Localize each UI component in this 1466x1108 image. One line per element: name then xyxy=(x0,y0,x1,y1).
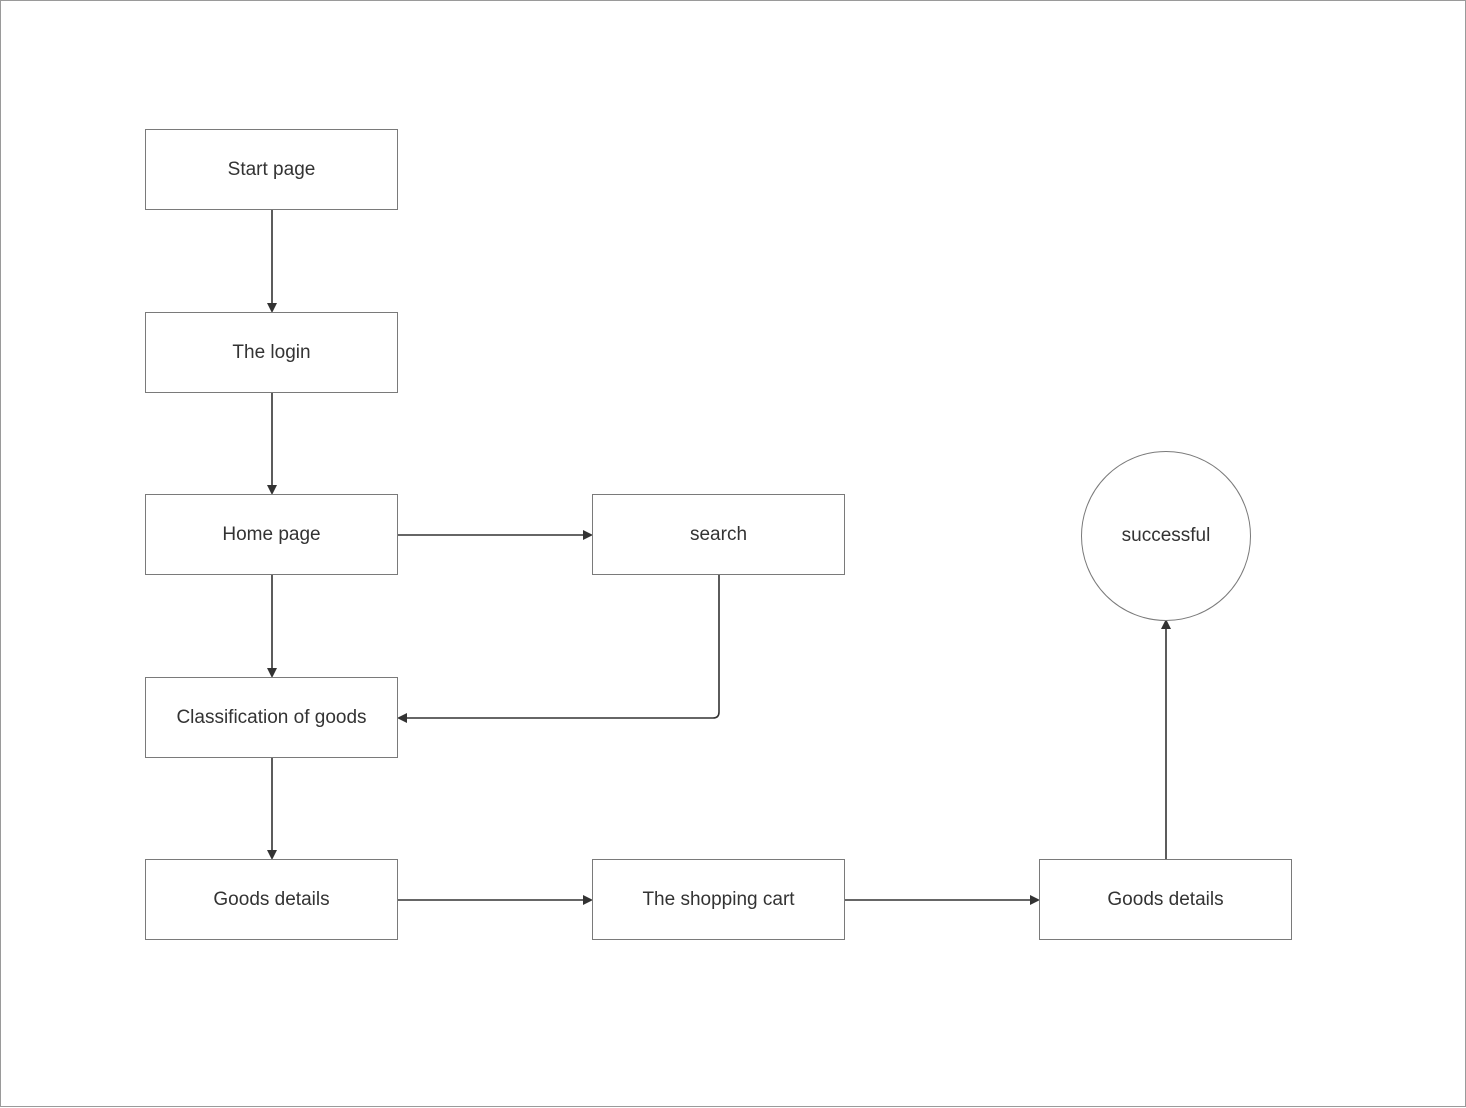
node-classification-of-goods: Classification of goods xyxy=(145,677,398,758)
node-search: search xyxy=(592,494,845,575)
node-successful: successful xyxy=(1081,451,1251,621)
edge-search-to-classification xyxy=(397,575,720,723)
node-goods-details-2: Goods details xyxy=(1039,859,1292,940)
node-shopping-cart: The shopping cart xyxy=(592,859,845,940)
node-goods-details-1: Goods details xyxy=(145,859,398,940)
node-home-page: Home page xyxy=(145,494,398,575)
node-start-page: Start page xyxy=(145,129,398,210)
node-login: The login xyxy=(145,312,398,393)
